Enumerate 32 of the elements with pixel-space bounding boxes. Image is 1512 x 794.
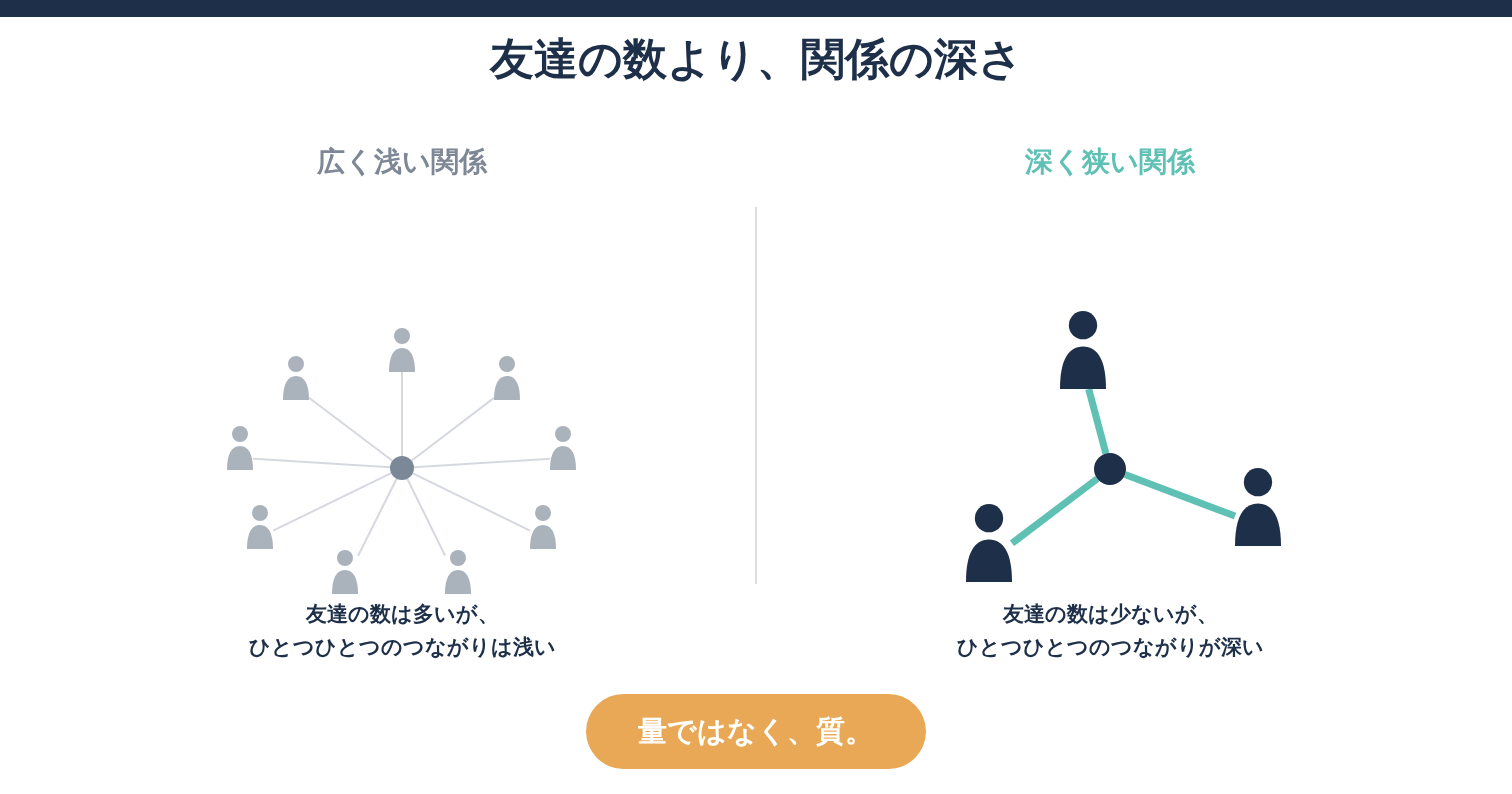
connector-line — [1085, 388, 1110, 455]
connector-line — [413, 457, 551, 469]
hub-dot — [390, 456, 414, 480]
person-icon — [247, 505, 273, 549]
connector-line — [411, 472, 531, 532]
person-icon — [1060, 311, 1106, 389]
connector-line — [1123, 471, 1237, 520]
connector-line — [410, 396, 495, 462]
connector-line — [406, 477, 446, 557]
hub-dot — [1094, 453, 1126, 485]
caption-text: 友達の数は多いが、ひとつひとつのつながりは浅い — [247, 601, 557, 661]
person-icon — [445, 550, 471, 594]
person-icon — [227, 426, 253, 470]
connector-line — [272, 472, 393, 532]
message-text: 量ではなく、質。 — [638, 714, 874, 749]
person-icon — [389, 328, 415, 372]
connector-line — [252, 457, 391, 469]
person-icon — [283, 356, 309, 400]
connector-line — [1009, 475, 1100, 547]
caption-text: 友達の数は少ないが、ひとつひとつのつながりが深い — [955, 601, 1265, 661]
connector-line — [401, 371, 403, 457]
person-icon — [966, 504, 1012, 582]
section-heading: 広く浅い関係 — [317, 144, 487, 180]
section-heading: 深く狭い関係 — [1025, 144, 1195, 180]
person-icon — [494, 356, 520, 400]
person-icon — [530, 505, 556, 549]
person-icon — [550, 426, 576, 470]
person-icon — [332, 550, 358, 594]
connector-line — [357, 477, 398, 557]
person-icon — [1235, 468, 1281, 546]
page-title: 友達の数より、関係の深さ — [489, 32, 1023, 86]
connector-line — [308, 396, 394, 462]
